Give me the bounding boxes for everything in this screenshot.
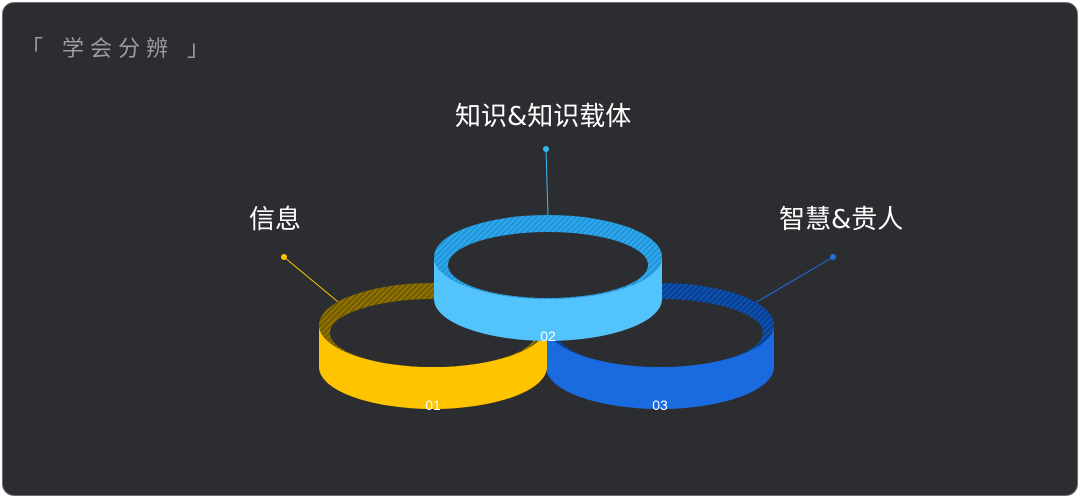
dot-right bbox=[830, 254, 836, 260]
leader-line-left bbox=[281, 254, 344, 307]
leader-line-right bbox=[754, 254, 836, 304]
dot-left bbox=[281, 254, 287, 260]
ring-number-03: 03 bbox=[652, 397, 668, 413]
ring-number-02: 02 bbox=[540, 328, 556, 344]
page-title: 「 学会分辨 」 bbox=[21, 37, 215, 62]
label-knowledge: 知识&知识载体 bbox=[455, 102, 632, 132]
ring-02: 02 bbox=[434, 215, 662, 344]
label-wisdom: 智慧&贵人 bbox=[779, 205, 904, 235]
dot-center bbox=[543, 146, 549, 152]
ring-diagram: 03 01 02 bbox=[281, 146, 836, 413]
leader-line-center bbox=[543, 146, 549, 217]
label-information: 信息 bbox=[249, 205, 302, 235]
ring-number-01: 01 bbox=[425, 397, 441, 413]
